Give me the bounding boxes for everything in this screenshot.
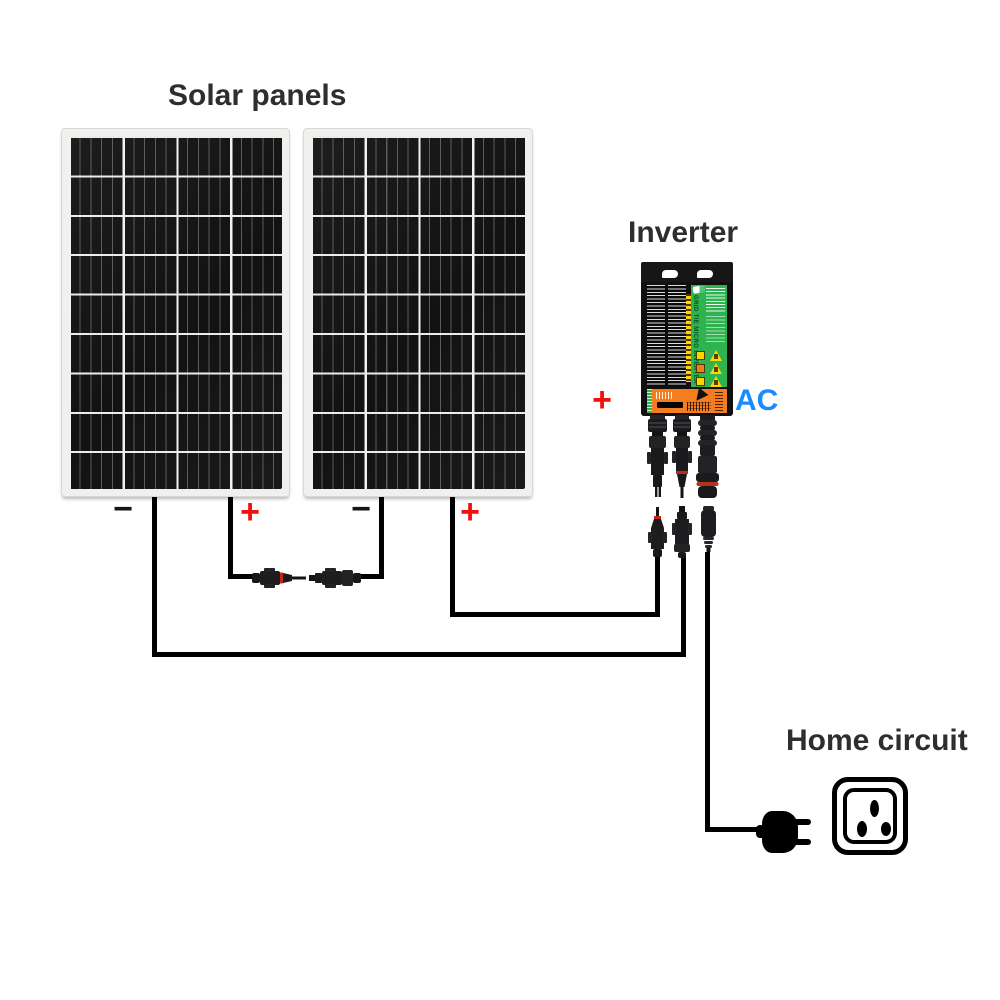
outlet-face <box>843 788 897 844</box>
inverter-model-text: GRID TIE MICRO INVERTER <box>692 295 698 384</box>
inverter-device: GRID TIE MICRO INVERTER <box>641 262 733 416</box>
solar-panel-2 <box>303 128 533 497</box>
plug-prong <box>796 819 811 825</box>
outlet-hole <box>881 822 891 836</box>
orange-panel-fine-print <box>715 391 723 411</box>
warning-icon-grid <box>693 349 726 387</box>
plug-body <box>762 811 798 853</box>
warning-text-strip <box>686 294 691 382</box>
inverter-ac-label: AC <box>735 384 779 417</box>
orange-panel-fine-print <box>687 402 711 411</box>
wire-from-coupler-female <box>356 574 384 579</box>
warning-triangle-icon <box>710 363 722 374</box>
wire-ac-down <box>705 552 710 832</box>
plug-cord-entry <box>756 825 765 838</box>
wire-panel2-negative-down <box>379 497 384 579</box>
inverter-title: Inverter <box>628 216 739 249</box>
warning-square-icon <box>696 377 705 386</box>
mc4-coupler-male-icon <box>252 567 306 589</box>
wire-ac-to-plug <box>705 827 767 832</box>
ac-output-connector-icon <box>694 415 721 498</box>
solar-panels-title: Solar panels <box>168 79 347 112</box>
outlet-hole <box>870 800 879 817</box>
mounting-slot-icon <box>697 270 713 278</box>
warning-triangle-icon <box>710 350 722 361</box>
mc4-cable-connector-icon <box>671 506 693 558</box>
solar-panel-1 <box>61 128 290 497</box>
wire-panel2-positive-down <box>450 497 455 617</box>
mc4-dc-connector-icon <box>646 415 669 498</box>
panel2-positive-label: + <box>460 493 480 531</box>
wire-up-to-dc-connector-1 <box>655 556 660 617</box>
outlet-hole <box>857 821 867 837</box>
brand-logo-icon <box>692 285 706 294</box>
inverter-green-label: GRID TIE MICRO INVERTER <box>691 285 727 387</box>
warning-square-icon <box>696 364 705 373</box>
panel1-negative-label: − <box>113 490 133 528</box>
inverter-dc-positive-label: + <box>592 381 612 419</box>
warning-square-icon <box>696 351 705 360</box>
solar-panel-2-cells <box>311 136 525 489</box>
ac-cable-connector-icon <box>699 506 718 552</box>
model-bar <box>657 402 683 408</box>
wire-to-coupler-male <box>228 574 256 579</box>
inverter-mounting-bar <box>641 262 733 282</box>
mc4-cable-connector-icon <box>647 507 668 557</box>
plug-prong <box>796 839 811 845</box>
panel1-positive-label: + <box>240 493 260 531</box>
wire-run-to-dc-connector-1 <box>450 612 660 617</box>
inverter-body: GRID TIE MICRO INVERTER <box>641 282 733 416</box>
wire-panel1-positive-down <box>228 497 233 579</box>
wire-up-to-dc-connector-2 <box>681 556 686 657</box>
wire-panel1-negative-down <box>152 497 157 657</box>
wall-outlet-icon <box>832 777 908 855</box>
mc4-coupler-female-icon <box>309 567 361 589</box>
mounting-slot-icon <box>662 270 678 278</box>
solar-panel-1-cells <box>69 136 282 489</box>
inverter-orange-panel <box>647 387 727 413</box>
warning-triangle-icon <box>710 376 722 387</box>
home-circuit-title: Home circuit <box>786 724 968 757</box>
mc4-dc-connector-icon <box>671 415 693 498</box>
power-plug-icon <box>756 809 814 855</box>
label-fine-print <box>706 316 725 342</box>
inverter-spec-text-block <box>647 285 686 387</box>
orange-panel-fine-print <box>656 392 672 399</box>
panel2-negative-label: − <box>351 490 371 528</box>
label-fine-print <box>706 288 725 313</box>
wire-bottom-run-to-inverter <box>152 652 686 657</box>
orange-panel-green-edge <box>647 389 652 413</box>
